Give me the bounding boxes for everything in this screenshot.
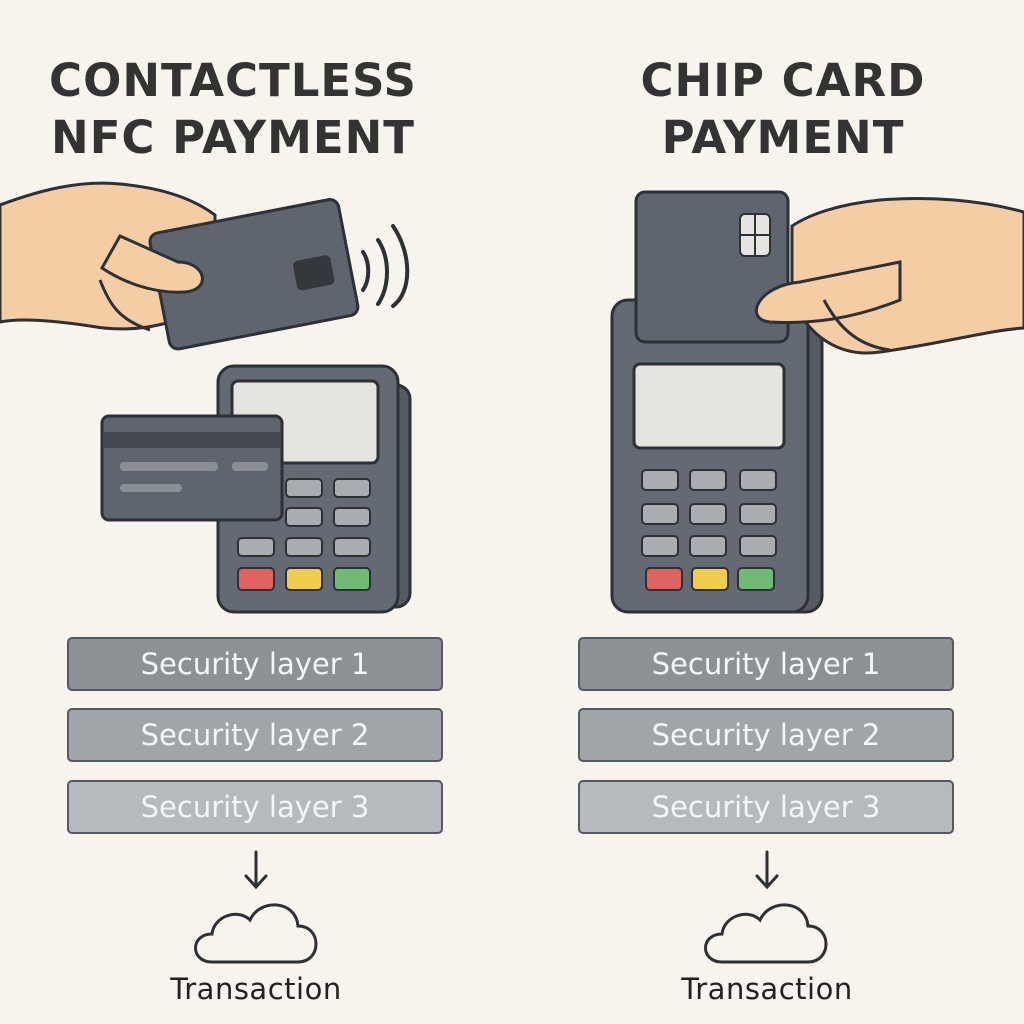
title-line-2: PAYMENT — [661, 111, 905, 164]
right-security-layer-3: Security layer 3 — [578, 780, 954, 834]
chip-card-title: CHIP CARD PAYMENT — [583, 52, 983, 166]
nfc-card-icon — [148, 198, 360, 351]
left-security-layer-2: Security layer 2 — [67, 708, 443, 762]
contactless-title: CONTACTLESS NFC PAYMENT — [33, 52, 433, 166]
arrow-down-icon — [244, 850, 779, 890]
front-card-icon — [100, 414, 284, 522]
right-transaction-label: Transaction — [681, 972, 853, 1006]
thumb-icon — [98, 234, 204, 332]
title-line-2: NFC PAYMENT — [51, 111, 415, 164]
right-security-layer-2: Security layer 2 — [578, 708, 954, 762]
right-security-layer-1: Security layer 1 — [578, 637, 954, 691]
left-transaction-label: Transaction — [170, 972, 342, 1006]
right-hand-icon — [754, 197, 1024, 355]
title-line-1: CONTACTLESS — [49, 54, 417, 107]
left-security-layer-1: Security layer 1 — [67, 637, 443, 691]
nfc-waves-icon — [361, 224, 410, 308]
chip-icon — [739, 213, 771, 257]
cloud-icon — [194, 903, 828, 964]
left-security-layer-3: Security layer 3 — [67, 780, 443, 834]
chip-terminal-icon — [610, 298, 824, 614]
chip-card-icon — [634, 190, 790, 344]
title-line-1: CHIP CARD — [640, 54, 926, 107]
